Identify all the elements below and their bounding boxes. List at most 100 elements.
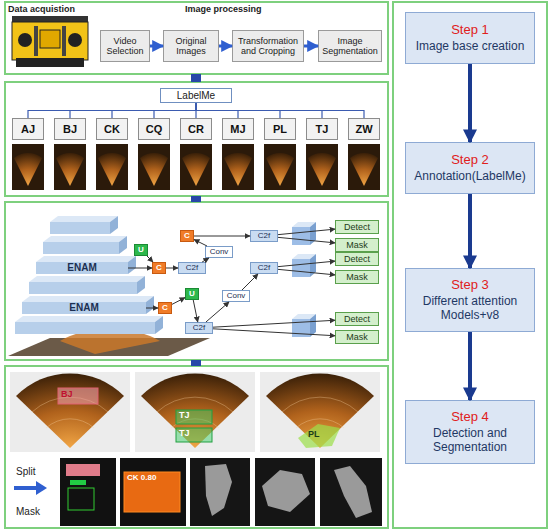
mask-shape (66, 464, 100, 476)
rov-body (12, 22, 88, 60)
mask-panel (120, 458, 186, 526)
feature-cube (292, 319, 310, 337)
layer-slab (155, 316, 163, 334)
feature-cube (310, 222, 316, 245)
step-box: Step 3Different attention Models+v8 (405, 268, 535, 332)
connector (128, 268, 152, 269)
process-box: Image Segmentation (318, 30, 382, 62)
detection-box (176, 428, 212, 442)
feature-cube (292, 227, 310, 245)
detection-box (176, 410, 212, 424)
node-text: Image Segmentation (319, 36, 381, 56)
node-text: Mask (346, 240, 368, 250)
class-thumbnail (54, 144, 86, 190)
connector (195, 103, 196, 118)
connector (28, 103, 196, 118)
class-box: AJ (12, 118, 44, 140)
layer-slab (110, 216, 118, 234)
mask-shape (334, 466, 372, 518)
class-tag: TJ (177, 429, 192, 439)
connector (278, 261, 335, 267)
connector (193, 300, 198, 322)
head-box: Mask (335, 238, 379, 252)
layer-slab (15, 322, 155, 334)
connector (112, 103, 196, 118)
step-box: Step 4Detection and Segmentation (405, 400, 535, 464)
node-text: Detect (344, 254, 370, 264)
step-box: Step 2Annotation(LabelMe) (405, 142, 535, 194)
node-text: Detect (344, 222, 370, 232)
node-body-text: Different attention Models+v8 (406, 295, 534, 322)
class-thumbnail (138, 144, 170, 190)
connector (196, 103, 280, 118)
connector (196, 103, 322, 118)
node-text: Mask (346, 332, 368, 342)
class-thumbnail (222, 144, 254, 190)
class-box: TJ (306, 118, 338, 140)
connector (468, 64, 472, 142)
connector (278, 237, 335, 243)
head-box: Detect (335, 312, 379, 326)
node-text: CQ (146, 123, 163, 135)
layer-slab (43, 242, 119, 254)
connector (213, 329, 335, 336)
layer-slab (29, 282, 137, 294)
panel-frame (5, 82, 388, 196)
node-text: U (138, 246, 144, 255)
node-text: C2f (258, 264, 270, 273)
class-box: CR (180, 118, 212, 140)
layer-slab (137, 276, 145, 294)
class-box: BJ (54, 118, 86, 140)
node-text: Original Images (164, 36, 218, 56)
section-heading: Image processing (185, 5, 262, 15)
layer-slab (50, 216, 118, 222)
connector (206, 302, 229, 322)
connector (278, 269, 335, 275)
process-box: Video Selection (100, 30, 150, 62)
node-text: C (162, 304, 168, 313)
rov-strut (62, 26, 66, 56)
node-text: C (184, 232, 190, 241)
head-box: Mask (335, 330, 379, 344)
connector (194, 236, 250, 237)
tool-box: LabelMe (160, 88, 232, 103)
node-text: MJ (230, 123, 245, 135)
panel-joiner (191, 196, 201, 202)
mask-shape (124, 472, 180, 512)
node-text: C2f (193, 324, 205, 333)
sonar-image (260, 372, 380, 452)
node-text: U (189, 290, 195, 299)
upsample-block: U (134, 244, 148, 256)
class-thumbnail (306, 144, 338, 190)
node-text: C2f (258, 232, 270, 241)
node-text: CK (104, 123, 120, 135)
class-box: MJ (222, 118, 254, 140)
class-thumbnail (348, 144, 380, 190)
node-body-text: Detection and Segmentation (406, 427, 534, 454)
encoder-layer: ENAM (22, 302, 146, 314)
mask-region (298, 424, 340, 448)
head-box: Detect (335, 220, 379, 234)
class-thumbnail (12, 144, 44, 190)
node-text: Detect (344, 314, 370, 324)
concat-block: C (152, 262, 166, 274)
encoder-layer: ENAM (36, 262, 128, 274)
panel-joiner (191, 360, 201, 366)
c2f-block: C2f (250, 262, 278, 274)
rov-camera (40, 30, 60, 48)
class-thumbnail (180, 144, 212, 190)
class-thumbnail (264, 144, 296, 190)
head-box: Detect (335, 252, 379, 266)
sonar-image (135, 372, 255, 452)
feature-cube (310, 254, 316, 277)
node-text: ENAM (69, 302, 98, 313)
node-text: TJ (316, 123, 329, 135)
node-text: C2f (186, 264, 198, 273)
mask-panel (320, 458, 382, 526)
node-text: LabelMe (177, 90, 215, 101)
connector (242, 274, 258, 290)
mask-shape (68, 488, 94, 510)
conv-block: Conv (222, 290, 250, 302)
node-text: ENAM (67, 262, 96, 273)
node-text: Transformation and Cropping (233, 36, 303, 56)
